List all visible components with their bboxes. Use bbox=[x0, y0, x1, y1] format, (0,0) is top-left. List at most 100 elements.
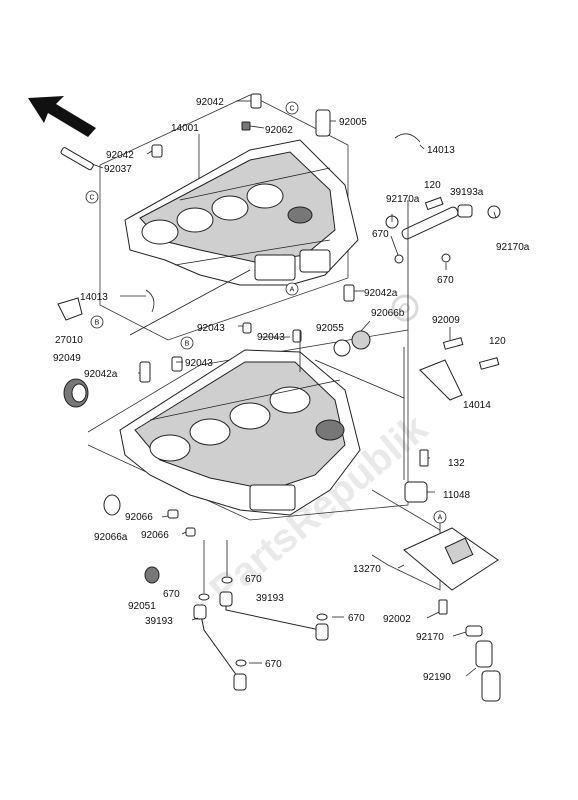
label-92037: 92037 bbox=[104, 164, 132, 175]
label-92043-c: 92043 bbox=[185, 358, 213, 369]
switch-11048 bbox=[404, 481, 428, 503]
lower-crankcase bbox=[119, 349, 361, 516]
o-ring-670-left bbox=[198, 593, 210, 601]
breather-27010 bbox=[57, 297, 83, 321]
label-14001: 14001 bbox=[171, 123, 199, 134]
label-120-top: 120 bbox=[424, 180, 441, 191]
svg-text:B: B bbox=[95, 320, 100, 327]
label-92066: 92066 bbox=[125, 512, 153, 523]
label-92042a-right: 92042a bbox=[364, 288, 398, 299]
svg-text:C: C bbox=[89, 195, 94, 202]
plug-92066-a bbox=[167, 509, 179, 519]
label-92066-b: 92066 bbox=[141, 530, 169, 541]
label-39193-lower: 39193 bbox=[145, 616, 173, 627]
label-92190: 92190 bbox=[423, 672, 451, 683]
dowel-92042-left bbox=[151, 144, 163, 158]
label-92066b: 92066b bbox=[371, 308, 405, 319]
label-14013-left: 14013 bbox=[80, 292, 108, 303]
leader-lines bbox=[91, 100, 497, 677]
pipe-39193-upper bbox=[219, 591, 329, 641]
oil-seal-92049 bbox=[63, 378, 89, 408]
dowel-92042a-left bbox=[139, 361, 151, 383]
bolt-120-top bbox=[424, 196, 444, 211]
ref-marker-c-left: C bbox=[85, 190, 99, 204]
label-92170a-left: 92170a bbox=[386, 194, 420, 205]
label-92043-a: 92043 bbox=[197, 323, 225, 334]
svg-text:C: C bbox=[289, 106, 294, 113]
svg-text:B: B bbox=[185, 341, 190, 348]
hose-92190 bbox=[475, 640, 501, 702]
label-92009: 92009 bbox=[432, 315, 460, 326]
label-92062: 92062 bbox=[265, 125, 293, 136]
upper-crankcase bbox=[124, 139, 359, 286]
oil-seal-92066b bbox=[351, 330, 371, 350]
plate-14014 bbox=[419, 359, 463, 401]
label-670-left: 670 bbox=[163, 589, 180, 600]
oil-seal-92055 bbox=[333, 339, 351, 357]
o-ring-670-a bbox=[394, 254, 404, 264]
dowel-92042a-right bbox=[343, 284, 355, 302]
label-92049: 92049 bbox=[53, 353, 81, 364]
label-670-center: 670 bbox=[245, 574, 262, 585]
label-13270: 13270 bbox=[353, 564, 381, 575]
label-92043-b: 92043 bbox=[257, 332, 285, 343]
label-92005: 92005 bbox=[339, 117, 367, 128]
lower-case-group-box bbox=[87, 329, 409, 521]
plug-92066a bbox=[103, 494, 121, 516]
o-ring-670-center bbox=[221, 576, 233, 584]
bolt-132 bbox=[419, 449, 429, 467]
upper-case-group-box bbox=[99, 94, 349, 341]
pipe-92005 bbox=[315, 109, 331, 137]
label-14013-top: 14013 bbox=[427, 145, 455, 156]
label-39193a: 39193a bbox=[450, 187, 484, 198]
oil-pan-group-box bbox=[371, 489, 441, 591]
dowel-92043-c bbox=[292, 329, 302, 343]
label-92002: 92002 bbox=[383, 614, 411, 625]
pipe-39193-lower bbox=[193, 604, 247, 691]
label-92055: 92055 bbox=[316, 323, 344, 334]
label-132: 132 bbox=[448, 458, 465, 469]
label-92042-top: 92042 bbox=[196, 97, 224, 108]
label-92170a-right: 92170a bbox=[496, 242, 530, 253]
dowel-92043-b bbox=[242, 322, 252, 334]
bolt-92002 bbox=[438, 599, 448, 615]
o-ring-670-bottom bbox=[235, 659, 247, 667]
label-27010: 27010 bbox=[55, 335, 83, 346]
label-670-bottom: 670 bbox=[265, 659, 282, 670]
o-ring-670-b bbox=[441, 253, 451, 263]
label-92066a: 92066a bbox=[94, 532, 128, 543]
bolt-120-right bbox=[478, 357, 500, 370]
label-670-right-b: 670 bbox=[437, 275, 454, 286]
ref-marker-a-upper: A bbox=[285, 282, 299, 296]
label-92042-left: 92042 bbox=[106, 150, 134, 161]
label-92051: 92051 bbox=[128, 601, 156, 612]
label-11048: 11048 bbox=[443, 490, 471, 501]
label-120-right: 120 bbox=[489, 336, 506, 347]
ref-marker-b-lower: B bbox=[180, 336, 194, 350]
ref-marker-b-left: B bbox=[90, 315, 104, 329]
label-670-pipe: 670 bbox=[348, 613, 365, 624]
oil-pan-13270 bbox=[403, 527, 499, 591]
front-direction-arrow-icon bbox=[28, 96, 96, 137]
svg-text:A: A bbox=[438, 515, 443, 522]
clamp-92170 bbox=[465, 625, 483, 637]
label-39193-upper: 39193 bbox=[256, 593, 284, 604]
bolt-92009 bbox=[442, 337, 464, 350]
watermark-gear-icon bbox=[391, 294, 419, 322]
svg-text:A: A bbox=[290, 287, 295, 294]
dowel-92042-top bbox=[250, 93, 262, 109]
bearing-shell-14013-top bbox=[394, 133, 421, 143]
label-92042a-left: 92042a bbox=[84, 369, 118, 380]
label-92170: 92170 bbox=[416, 632, 444, 643]
ref-marker-a-right: A bbox=[433, 510, 447, 524]
label-14014: 14014 bbox=[463, 400, 491, 411]
ref-marker-c-upper: C bbox=[285, 101, 299, 115]
part-labels: 92042 14001 92062 92005 92042 92037 1401… bbox=[53, 97, 530, 683]
dowel-92043-a bbox=[171, 356, 183, 372]
pipe-39193a bbox=[401, 204, 473, 240]
bearing-shell-14013-left bbox=[145, 289, 155, 313]
washer-92051 bbox=[144, 566, 160, 584]
label-670-right-a: 670 bbox=[372, 229, 389, 240]
plug-92062 bbox=[241, 121, 251, 131]
